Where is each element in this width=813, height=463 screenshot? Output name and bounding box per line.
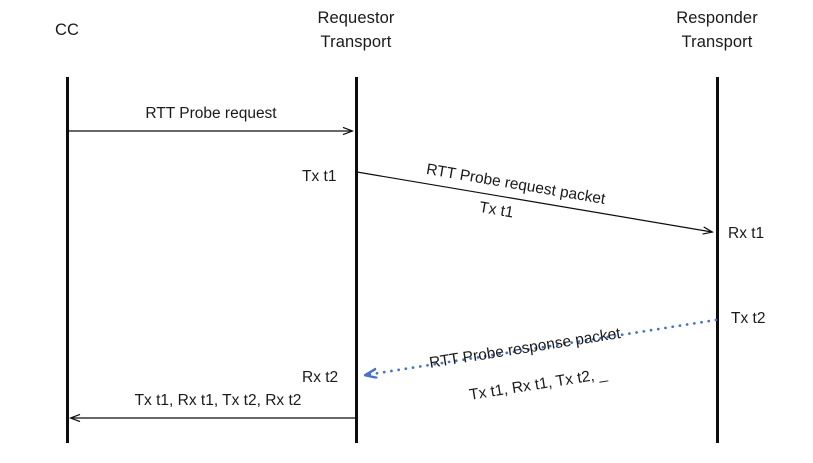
lifeline-requestor xyxy=(355,77,358,443)
participant-label-requestor-line1: Requestor xyxy=(317,9,395,27)
timestamp-tx-t1-requestor: Tx t1 xyxy=(302,168,337,185)
timestamp-rx-t2-requestor: Rx t2 xyxy=(302,369,339,386)
participant-header-cc: CC xyxy=(27,18,107,42)
participant-label-cc-line1: CC xyxy=(54,21,80,39)
participant-label-responder-line2: Transport xyxy=(681,33,753,51)
message-label-probe-request-packet-line2: Tx t1 xyxy=(477,198,515,222)
participant-label-responder-line1: Responder xyxy=(676,9,758,27)
message-label-probe-response-packet-line2: Tx t1, Rx t1, Tx t2, _ xyxy=(468,365,609,404)
participant-header-requestor: Requestor Transport xyxy=(276,6,436,54)
message-label-probe-request-packet-line1: RTT Probe request packet xyxy=(424,160,607,208)
message-label-probe-result: Tx t1, Rx t1, Tx t2, Rx t2 xyxy=(134,392,302,409)
participant-label-requestor-line2: Transport xyxy=(320,33,392,51)
message-label-probe-request: RTT Probe request xyxy=(145,105,277,122)
timestamp-tx-t2-responder: Tx t2 xyxy=(731,310,766,327)
lifeline-cc xyxy=(66,77,69,443)
lifeline-responder xyxy=(716,77,719,443)
timestamp-rx-t1-responder: Rx t1 xyxy=(728,225,765,242)
participant-header-responder: Responder Transport xyxy=(637,6,797,54)
